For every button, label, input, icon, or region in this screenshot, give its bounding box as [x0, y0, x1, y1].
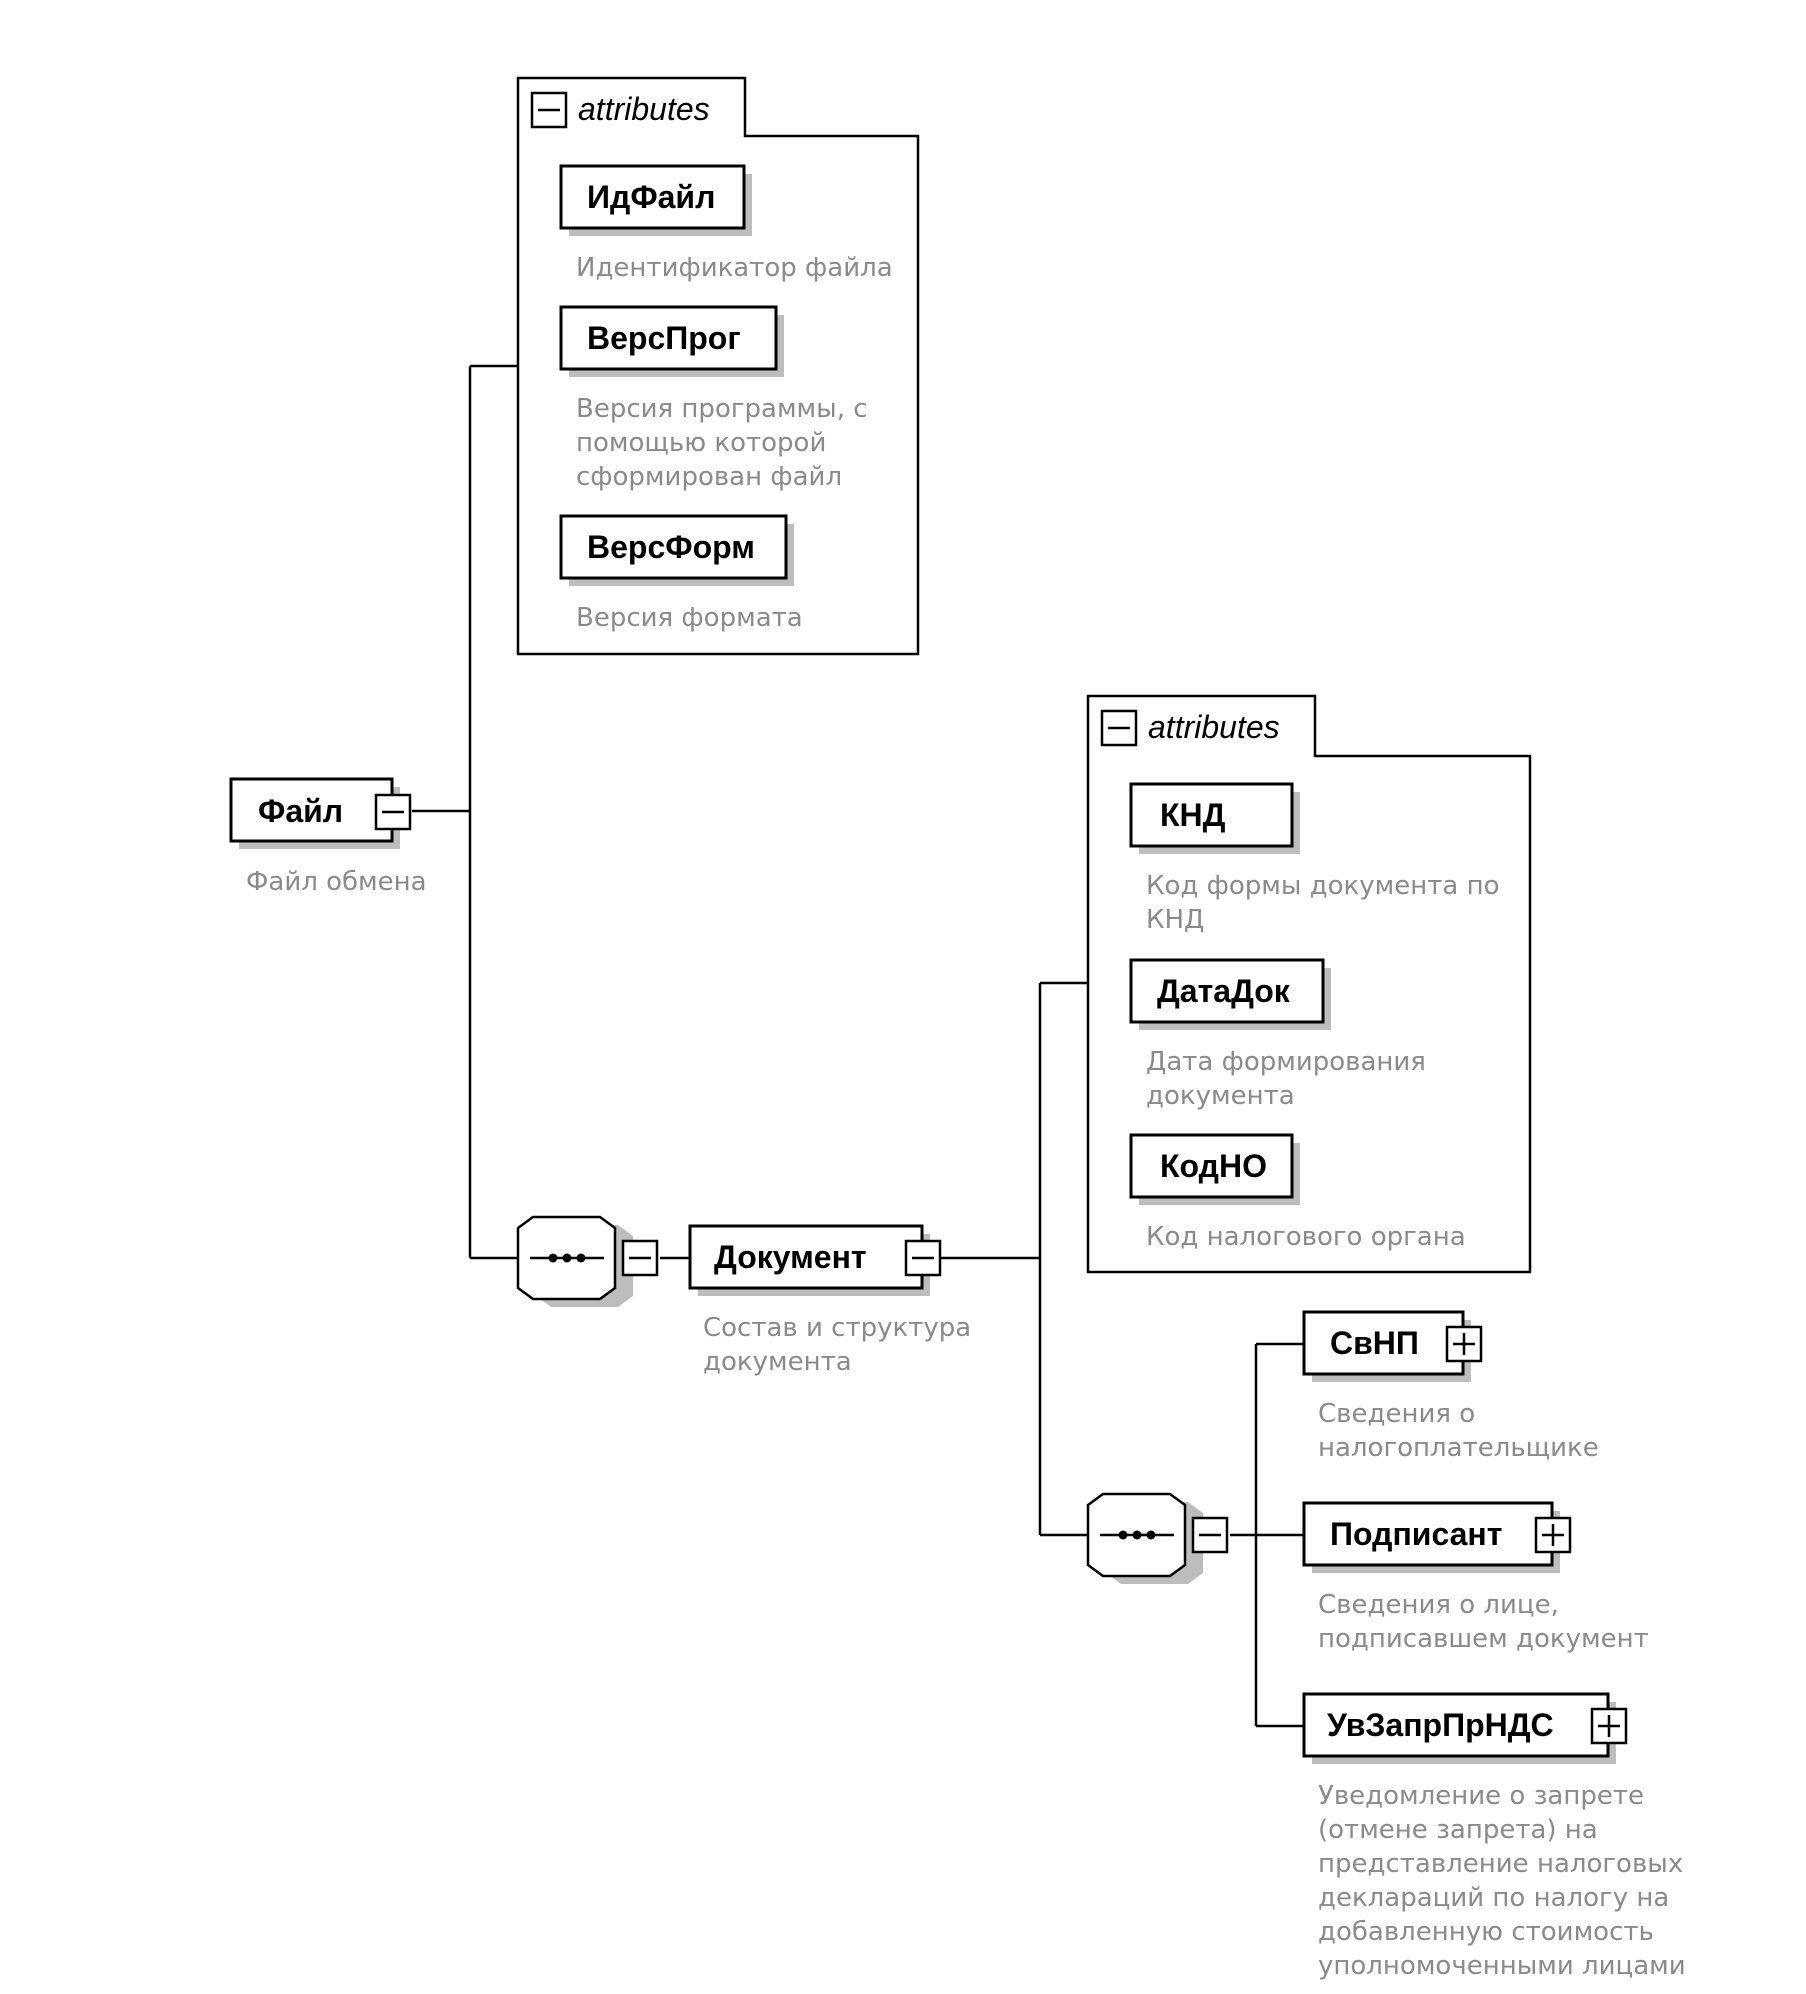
attribute-versform-description: Версия формата [576, 603, 803, 633]
attribute-kodno-description: Код налогового органа [1146, 1222, 1466, 1252]
element-uvzaprprnds-label: УвЗапрПрНДС [1327, 1707, 1554, 1743]
element-uvzaprprnds-description: Уведомление о запрете (отмене запрета) н… [1318, 1781, 1691, 1981]
element-svnp[interactable]: СвНП [1302, 1310, 1483, 1382]
element-podpisant[interactable]: Подписант [1302, 1501, 1572, 1573]
expand-icon[interactable] [1445, 1325, 1483, 1363]
expand-icon[interactable] [1590, 1707, 1628, 1745]
element-document-label: Документ [714, 1239, 867, 1275]
attribute-knd-label: КНД [1160, 797, 1226, 833]
element-uvzaprprnds[interactable]: УвЗапрПрНДС [1302, 1692, 1628, 1764]
attributes-label: attributes [578, 91, 710, 127]
element-file-description: Файл обмена [246, 867, 427, 897]
attribute-datadok-label: ДатаДок [1157, 973, 1291, 1009]
attribute-datadok-description: Дата формирования документа [1146, 1047, 1434, 1111]
attribute-versform[interactable]: ВерсФорм [559, 514, 794, 586]
attributes-label: attributes [1148, 709, 1280, 745]
collapse-icon[interactable] [904, 1239, 942, 1277]
element-document-description: Состав и структура документа [703, 1313, 979, 1377]
sequence-compositor [516, 1215, 633, 1307]
attribute-kodno-label: КодНО [1160, 1148, 1267, 1184]
element-svnp-label: СвНП [1330, 1325, 1419, 1361]
attribute-idfile[interactable]: ИдФайл [559, 164, 752, 236]
attribute-idfile-label: ИдФайл [587, 179, 715, 215]
element-podpisant-description: Сведения о лице, подписавшем документ [1318, 1590, 1649, 1654]
collapse-icon[interactable] [530, 91, 568, 129]
collapse-icon[interactable] [374, 793, 412, 831]
attribute-versprog[interactable]: ВерсПрог [559, 305, 784, 377]
sequence-compositor [1086, 1492, 1203, 1584]
element-file[interactable]: Файл [229, 777, 412, 849]
attribute-versprog-description: Версия программы, с помощью которой сфор… [576, 394, 876, 492]
collapse-icon[interactable] [1191, 1516, 1229, 1554]
attribute-versprog-label: ВерсПрог [587, 320, 741, 356]
element-podpisant-label: Подписант [1330, 1516, 1502, 1552]
attribute-datadok[interactable]: ДатаДок [1129, 958, 1331, 1030]
attribute-idfile-description: Идентификатор файла [576, 253, 893, 283]
element-file-label: Файл [258, 793, 343, 829]
collapse-icon[interactable] [621, 1239, 659, 1277]
attribute-knd-description: Код формы документа по КНД [1146, 871, 1508, 935]
attribute-knd[interactable]: КНД [1129, 782, 1300, 854]
attribute-versform-label: ВерсФорм [587, 529, 755, 565]
element-svnp-description: Сведения о налогоплательщике [1318, 1399, 1599, 1463]
expand-icon[interactable] [1534, 1516, 1572, 1554]
connector-lines [412, 364, 1304, 1728]
collapse-icon[interactable] [1100, 709, 1138, 747]
element-document[interactable]: Документ [688, 1224, 942, 1296]
attribute-kodno[interactable]: КодНО [1129, 1133, 1300, 1205]
